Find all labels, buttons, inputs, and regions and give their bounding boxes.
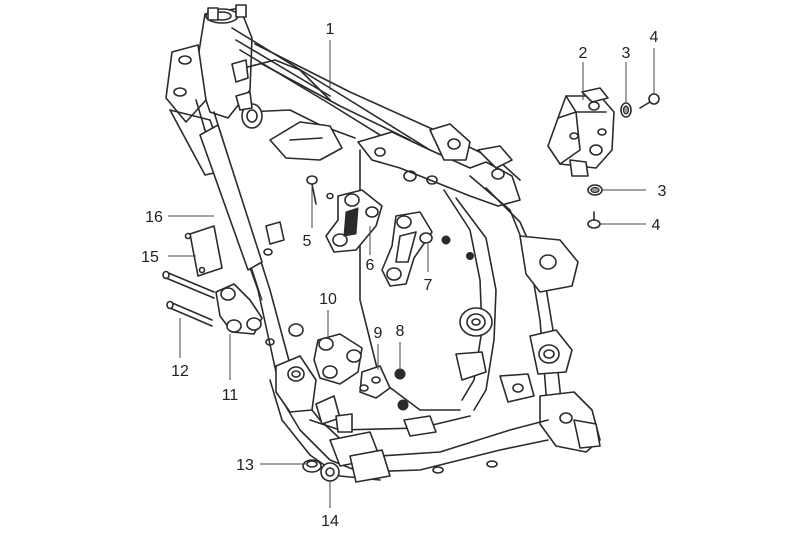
- callout-10: 10: [319, 291, 337, 308]
- callout-15: 15: [141, 249, 159, 266]
- callout-11: 11: [222, 387, 239, 404]
- callout-7: 7: [424, 277, 433, 294]
- part-15-16-screws: [184, 225, 223, 277]
- frame-assembly: [165, 4, 601, 483]
- callout-3-upper: 3: [622, 45, 631, 62]
- part-12-bolts: [162, 270, 215, 327]
- callout-2: 2: [579, 45, 588, 62]
- part-6-engine-mount: [325, 189, 383, 253]
- part-13-spacer: [302, 459, 322, 473]
- callout-6: 6: [366, 257, 375, 274]
- part-4-bolt-lower: [587, 211, 601, 229]
- callout-5: 5: [303, 233, 312, 250]
- callout-labels: 1 2 3 4 3 4 5 6 7 8 9 10 11 12 13 14 15 …: [141, 21, 666, 530]
- part-2-bracket: [547, 87, 615, 177]
- callout-3-lower: 3: [658, 183, 667, 200]
- callout-13: 13: [236, 457, 254, 474]
- part-11-engine-mount: [215, 283, 263, 335]
- callout-12: 12: [171, 363, 189, 380]
- callout-4-lower: 4: [652, 217, 661, 234]
- part-3-grommet-upper: [620, 102, 632, 118]
- callout-8: 8: [396, 323, 405, 340]
- part-9-bracket: [359, 365, 391, 399]
- part-4-bolt-upper: [639, 93, 660, 109]
- callout-1: 1: [326, 21, 335, 38]
- leader-lines: [168, 40, 655, 508]
- callout-4-upper: 4: [650, 29, 659, 46]
- callout-16: 16: [145, 209, 163, 226]
- part-10-engine-mount: [313, 333, 363, 385]
- part-14-rubber: [320, 462, 340, 482]
- part-8-nuts: [394, 368, 409, 411]
- callout-14: 14: [321, 513, 339, 530]
- part-3-grommet-lower: [587, 184, 603, 196]
- callout-9: 9: [374, 325, 383, 342]
- part-5-bolt: [306, 175, 334, 205]
- part-7-engine-mount: [381, 211, 474, 287]
